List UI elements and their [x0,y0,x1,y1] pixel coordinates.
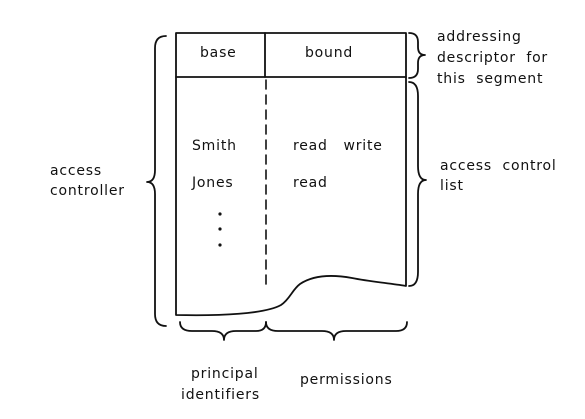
addressing-descriptor-brace [408,32,426,79]
this-segment-label: this segment [437,71,543,87]
access-label: access [50,163,102,179]
principal-smith: Smith [192,138,237,154]
base-cell: base [200,45,237,61]
identifiers-label: identifiers [181,387,260,403]
controller-label: controller [50,183,125,199]
permissions-jones: read [293,175,328,191]
access-controller-brace [146,35,167,327]
addressing-label: addressing [437,29,522,45]
bound-cell: bound [305,45,353,61]
permissions-label: permissions [300,372,393,388]
permissions-smith: read write [293,138,383,154]
principal-identifiers-brace [179,321,267,341]
access-control-list-brace [408,81,427,287]
descriptor-for-label: descriptor for [437,50,548,66]
ellipsis-dots [218,212,222,247]
principal-label: principal [191,366,259,382]
segment-outline [175,32,407,317]
list-label: list [440,178,464,194]
access-control-label: access control [440,158,557,174]
principal-jones: Jones [191,175,233,191]
permissions-brace [265,321,408,341]
